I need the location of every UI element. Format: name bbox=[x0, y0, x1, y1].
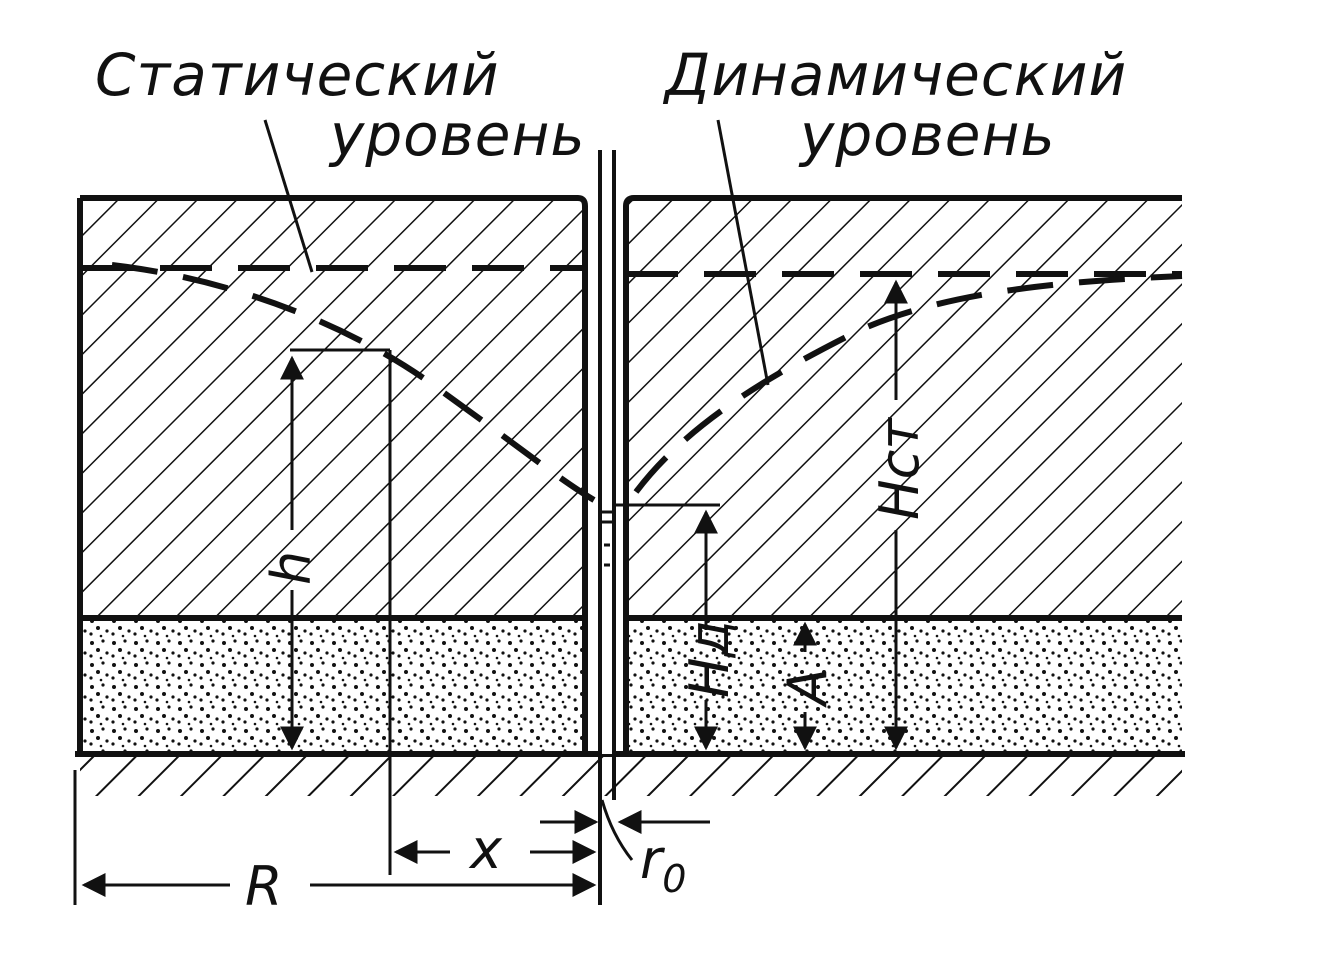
label-h: h bbox=[260, 551, 323, 585]
label-hst: Hст bbox=[868, 417, 931, 520]
label-hd: Hд bbox=[678, 620, 741, 698]
layer-borders bbox=[75, 195, 1185, 757]
label-r: R bbox=[245, 855, 283, 918]
label-r0-main: r bbox=[640, 828, 665, 891]
dim-hd bbox=[616, 503, 720, 751]
label-r0-sub: 0 bbox=[662, 857, 686, 901]
left-aquifer-layer bbox=[80, 618, 585, 754]
base-ground-hatch bbox=[80, 754, 1182, 796]
static-level-label-line1: Статический bbox=[95, 41, 500, 109]
dim-r bbox=[73, 770, 597, 905]
well bbox=[598, 150, 616, 905]
left-hatched-layer bbox=[80, 198, 585, 618]
right-hatched-layer bbox=[626, 198, 1182, 618]
dynamic-level-label-line2: уровень bbox=[798, 101, 1056, 169]
static-level-line bbox=[82, 265, 1182, 277]
dim-r0 bbox=[540, 799, 710, 861]
static-level-label-line2: уровень bbox=[328, 101, 586, 169]
label-r0: r0 bbox=[640, 828, 686, 901]
dynamic-level-label-line1: Динамический bbox=[662, 41, 1127, 109]
dynamic-level-curve bbox=[111, 262, 1183, 503]
label-a: A bbox=[776, 668, 839, 708]
label-leaders bbox=[263, 119, 770, 386]
dim-h bbox=[280, 348, 392, 875]
label-x: x bbox=[468, 818, 503, 881]
